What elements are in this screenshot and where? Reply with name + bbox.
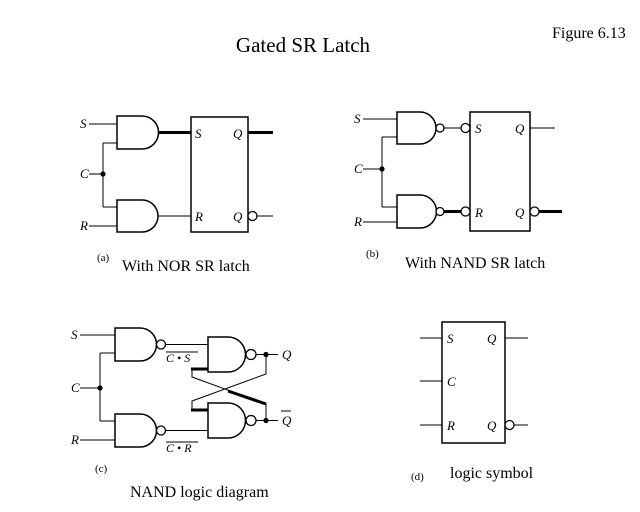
and-gate-bottom <box>116 199 159 233</box>
feedback-q-to-bottom-gate <box>191 354 267 410</box>
junction-dot <box>97 385 103 391</box>
feedback-thick-diagonal <box>227 389 267 406</box>
panel-a-tag: (a) <box>97 252 110 264</box>
inversion-bubble <box>435 123 445 133</box>
junction-dot-q <box>263 351 269 358</box>
panel-b-caption: With NAND SR latch <box>405 255 545 272</box>
box-label-qbar: Q <box>233 209 243 224</box>
input-label-c: C <box>71 380 80 395</box>
inversion-bubble <box>245 348 257 361</box>
inversion-bubble <box>435 206 445 217</box>
latch-symbol-box <box>441 321 506 444</box>
input-label-s: S <box>71 327 78 342</box>
box-label-c: C <box>447 374 456 389</box>
box-label-q: Q <box>233 126 243 141</box>
sr-latch-box <box>469 111 531 232</box>
junction-dot <box>100 171 106 177</box>
output-label-q: Q <box>282 347 292 362</box>
sr-latch-box <box>190 116 249 233</box>
junction-dot <box>379 166 385 172</box>
box-label-s: S <box>447 331 454 346</box>
inversion-bubble-qbar <box>504 419 515 431</box>
panel-c-caption: NAND logic diagram <box>130 484 269 501</box>
nand-gate-bottom-left <box>114 413 158 448</box>
inversion-bubble-qbar <box>247 210 258 222</box>
input-label-r: R <box>353 214 362 229</box>
input-label-r: R <box>70 432 79 447</box>
box-label-s: S <box>475 121 482 136</box>
input-label-s: S <box>354 111 361 126</box>
inversion-bubble <box>245 414 257 427</box>
box-label-q: Q <box>487 331 497 346</box>
box-label-r: R <box>474 205 483 220</box>
inversion-bubble-s-input <box>460 122 471 134</box>
inversion-bubble <box>155 339 167 350</box>
net-label-cs: C • S <box>166 351 190 365</box>
nand-gate-bottom <box>396 194 438 229</box>
junction-dot-qbar <box>263 417 269 424</box>
box-label-q: Q <box>515 121 525 136</box>
panel-a-caption: With NOR SR latch <box>122 258 250 275</box>
panel-c: C • S C • R S C R Q Q (c) NAND logic dia… <box>70 327 292 501</box>
input-label-r: R <box>79 218 88 233</box>
panel-d: S C R Q Q (d) logic symbol <box>411 321 534 483</box>
net-label-cr: C • R <box>166 441 192 455</box>
and-gate-top <box>116 115 160 150</box>
nand-gate-bottom-right <box>207 402 247 439</box>
box-label-qbar: Q <box>487 418 497 433</box>
panel-a: S C R S Q R Q (a) With NOR SR latch <box>79 115 273 275</box>
input-label-s: S <box>80 116 87 131</box>
box-label-s: S <box>195 126 202 141</box>
nand-gate-top-right <box>207 336 247 373</box>
inversion-bubble-qbar <box>529 206 540 217</box>
page-title: Gated SR Latch <box>236 33 371 57</box>
nand-gate-top-left <box>114 327 158 362</box>
input-label-c: C <box>80 166 89 181</box>
box-label-qbar: Q <box>515 205 525 220</box>
panel-d-caption: logic symbol <box>450 465 534 482</box>
panel-b-tag: (b) <box>366 248 379 260</box>
inversion-bubble <box>155 425 167 436</box>
figure-number-label: Figure 6.13 <box>552 25 626 42</box>
box-label-r: R <box>194 209 203 224</box>
input-label-c: C <box>354 161 363 176</box>
panel-d-tag: (d) <box>411 471 424 483</box>
panel-c-tag: (c) <box>95 463 108 475</box>
panel-b: S C R S Q R Q (b) With NAND SR latch <box>353 111 562 272</box>
box-label-r: R <box>446 418 455 433</box>
output-label-qbar: Q <box>282 413 292 428</box>
nand-gate-top <box>396 111 437 145</box>
inversion-bubble-r-input <box>460 206 471 217</box>
